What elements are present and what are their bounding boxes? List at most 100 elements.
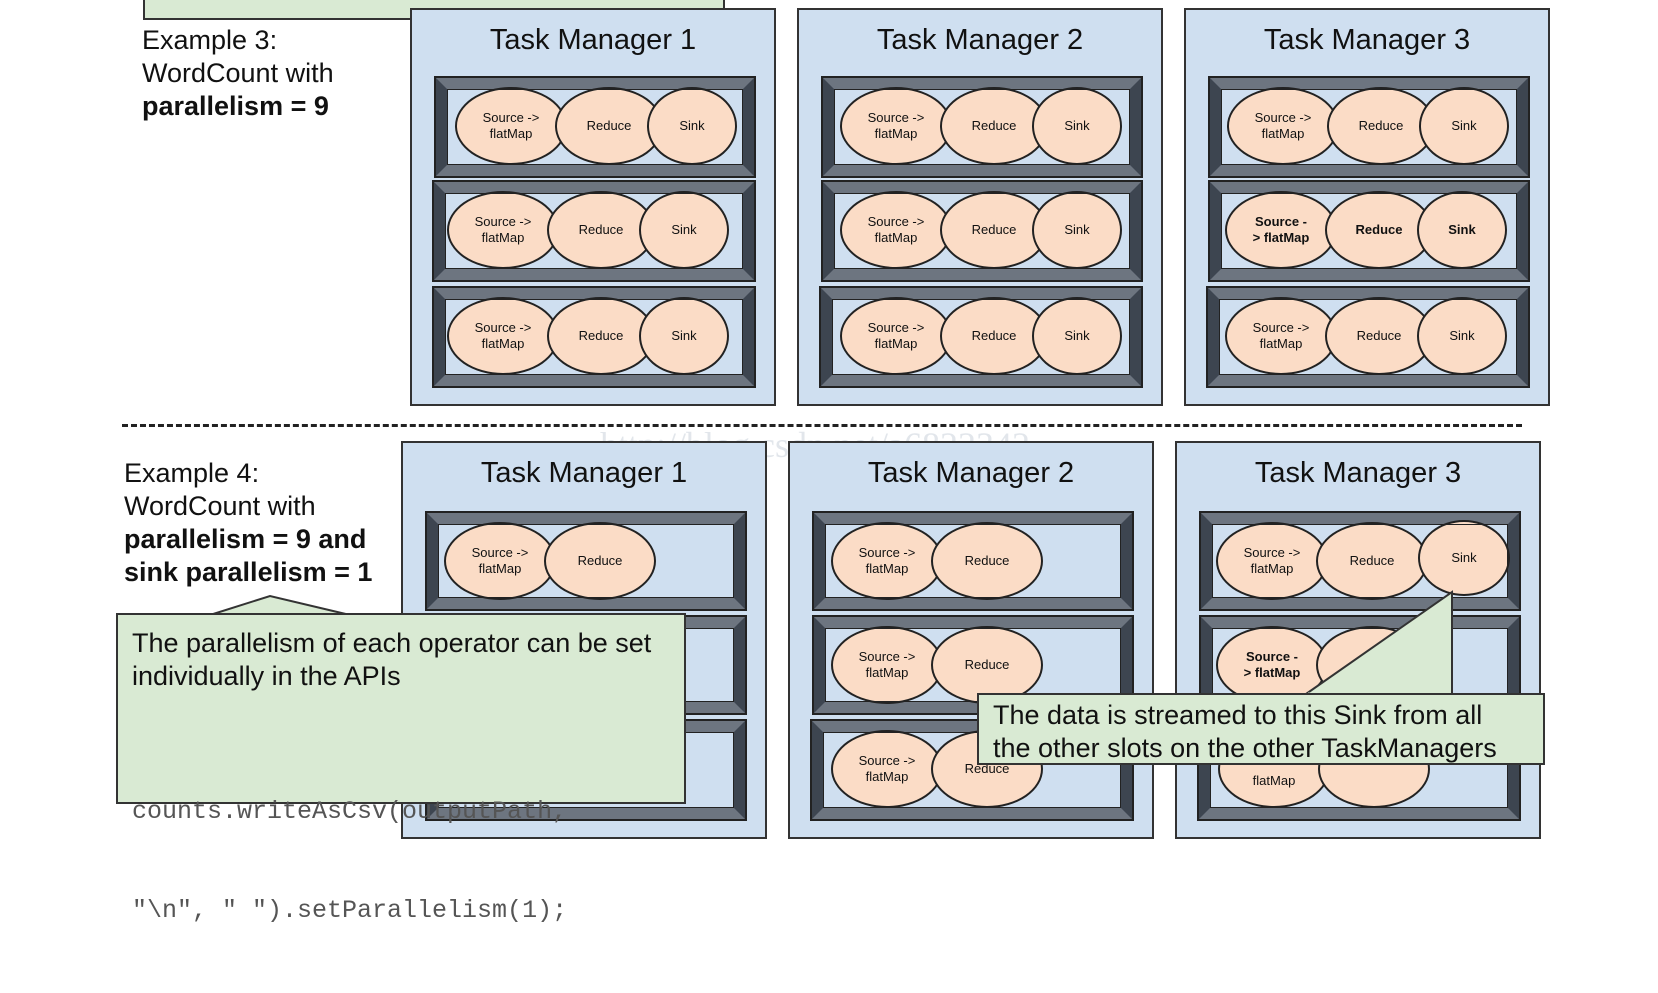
slot: Source -> flatMap Reduce xyxy=(812,615,1134,715)
slot: Source -> flatMap Reduce xyxy=(812,511,1134,611)
task-manager-title: Task Manager 2 xyxy=(867,457,1075,489)
sink-operator: Sink xyxy=(639,191,729,269)
source-flatmap-operator: Source -> flatMap xyxy=(831,522,943,600)
callout-api-text: The parallelism of each operator can be … xyxy=(132,627,651,693)
sink-operator: Sink xyxy=(647,87,737,165)
operator-label: Reduce xyxy=(578,222,624,237)
operator-label: Reduce xyxy=(1358,118,1404,133)
reduce-operator: Reduce xyxy=(547,191,655,269)
example3-line1: Example 3: xyxy=(142,25,278,55)
operator-label: Sink xyxy=(1451,550,1477,565)
reduce-operator: Reduce xyxy=(1325,191,1433,269)
callout-api-code: counts.writeAsCsv(outputPath, "\n", " ")… xyxy=(132,729,567,993)
callout-sink-line1: The data is streamed to this Sink from a… xyxy=(993,700,1483,730)
source-flatmap-operator: Source -> flatMap xyxy=(1225,297,1337,375)
operator-label: Source -> flatMap xyxy=(471,545,529,576)
example4-line1: Example 4: xyxy=(124,458,260,488)
operator-label: Reduce xyxy=(971,222,1017,237)
ex3-task-manager-2: Task Manager 2 Source -> flatMap Reduce … xyxy=(797,8,1163,406)
operator-label: Reduce xyxy=(964,657,1010,672)
source-flatmap-operator: Source -> flatMap xyxy=(444,522,556,600)
operator-label: Source -> flatMap xyxy=(858,545,916,576)
operator-label: Sink xyxy=(1064,328,1090,343)
sink-operator: Sink xyxy=(1417,191,1507,269)
reduce-operator: Reduce xyxy=(1325,297,1433,375)
slot: Source -> flatMap Reduce Sink xyxy=(819,286,1143,388)
reduce-operator: Reduce xyxy=(547,297,655,375)
reduce-operator: Reduce xyxy=(1327,87,1435,165)
callout-sink-pointer xyxy=(1302,590,1453,696)
source-flatmap-operator: Source -> flatMap xyxy=(831,730,943,808)
example4-line4: sink parallelism = 1 xyxy=(124,557,373,587)
operator-label: Source - > flatMap xyxy=(1243,649,1301,680)
operator-label: Source -> flatMap xyxy=(482,110,540,141)
source-flatmap-operator: Source -> flatMap xyxy=(447,297,559,375)
ex4-task-manager-2: Task Manager 2 Source -> flatMap Reduce … xyxy=(788,441,1154,839)
operator-label: Reduce xyxy=(1356,328,1402,343)
source-flatmap-operator: Source - > flatMap xyxy=(1225,191,1337,269)
sink-operator: Sink xyxy=(1417,297,1507,375)
slot: Source -> flatMap Reduce xyxy=(425,511,747,611)
operator-label: Source -> flatMap xyxy=(867,320,925,351)
reduce-operator: Reduce xyxy=(931,522,1043,600)
example3-line2: WordCount with xyxy=(142,58,334,88)
example3-line3: parallelism = 9 xyxy=(142,91,329,121)
operator-label: Source -> flatMap xyxy=(858,753,916,784)
reduce-operator: Reduce xyxy=(940,297,1048,375)
operator-label: Reduce xyxy=(971,118,1017,133)
source-flatmap-operator: Source -> flatMap xyxy=(455,87,567,165)
sink-operator: Sink xyxy=(1419,87,1509,165)
operator-label: Reduce xyxy=(577,553,623,568)
operator-label: Sink xyxy=(1064,222,1090,237)
example3-label: Example 3: WordCount with parallelism = … xyxy=(142,24,334,123)
sink-operator: Sink xyxy=(639,297,729,375)
operator-label: Sink xyxy=(1064,118,1090,133)
callout-api: The parallelism of each operator can be … xyxy=(116,613,686,925)
slot: Source -> flatMap Reduce Sink xyxy=(1206,286,1530,388)
task-manager-title: Task Manager 3 xyxy=(1254,457,1462,489)
callout-api-code-line1: counts.writeAsCsv(outputPath, xyxy=(132,797,568,826)
sink-operator: Sink xyxy=(1032,87,1122,165)
operator-label: Reduce xyxy=(971,328,1017,343)
reduce-operator: Reduce xyxy=(544,522,656,600)
operator-label: Source - > flatMap xyxy=(1252,214,1310,245)
task-manager-title: Task Manager 1 xyxy=(489,24,697,56)
callout-sink-line2: the other slots on the other TaskManager… xyxy=(993,733,1497,763)
operator-label: Source -> flatMap xyxy=(867,214,925,245)
callout-api-code-line2: "\n", " ").setParallelism(1); xyxy=(132,896,568,925)
operator-label: Sink xyxy=(671,222,697,237)
source-flatmap-operator: Source -> flatMap xyxy=(1227,87,1339,165)
operator-label: Source -> flatMap xyxy=(1254,110,1312,141)
callout-sink-text: The data is streamed to this Sink from a… xyxy=(993,699,1497,765)
dashed-divider xyxy=(122,424,1522,427)
reduce-operator: Reduce xyxy=(555,87,663,165)
slot: Source - > flatMap Reduce Sink xyxy=(1208,180,1530,282)
example4-label: Example 4: WordCount with parallelism = … xyxy=(124,457,372,589)
sink-operator: Sink xyxy=(1032,297,1122,375)
slot: Source -> flatMap Reduce Sink xyxy=(821,76,1143,178)
operator-label: Sink xyxy=(679,118,705,133)
operator-label: Source -> flatMap xyxy=(1243,545,1301,576)
reduce-operator: Reduce xyxy=(940,191,1048,269)
sink-operator: Sink xyxy=(1418,520,1510,596)
slot: Source -> flatMap Reduce Sink xyxy=(821,180,1143,282)
operator-label: Source -> flatMap xyxy=(1252,320,1310,351)
example4-line2: WordCount with xyxy=(124,491,316,521)
operator-label: Sink xyxy=(671,328,697,343)
callout-sink: The data is streamed to this Sink from a… xyxy=(977,693,1545,765)
slot: Source -> flatMap Reduce Sink xyxy=(432,286,756,388)
source-flatmap-operator: Source -> flatMap xyxy=(831,626,943,704)
operator-label: Sink xyxy=(1448,222,1476,237)
slot: Source -> flatMap Reduce Sink xyxy=(1208,76,1530,178)
operator-label: Reduce xyxy=(1349,553,1395,568)
operator-label: Source -> flatMap xyxy=(474,320,532,351)
operator-label: Reduce xyxy=(964,553,1010,568)
source-flatmap-operator: Source -> flatMap xyxy=(840,87,952,165)
task-manager-title: Task Manager 1 xyxy=(480,457,688,489)
slot: Source -> flatMap Reduce Sink xyxy=(432,180,756,282)
sink-operator: Sink xyxy=(1032,191,1122,269)
ex3-task-manager-3: Task Manager 3 Source -> flatMap Reduce … xyxy=(1184,8,1550,406)
reduce-operator: Reduce xyxy=(940,87,1048,165)
operator-label: Reduce xyxy=(586,118,632,133)
callout-api-line1: The parallelism of each operator can be … xyxy=(132,628,652,658)
